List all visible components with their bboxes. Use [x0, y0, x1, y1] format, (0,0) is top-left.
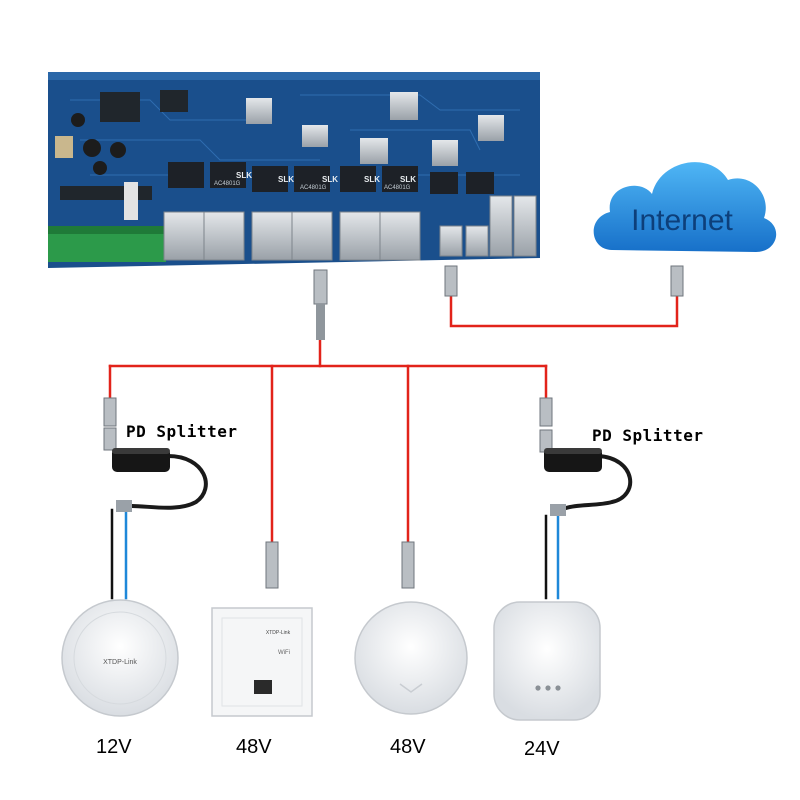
brand-label: XTDP-Link — [103, 659, 137, 666]
chip-label: SLK — [278, 175, 294, 184]
uplink-cable — [449, 294, 679, 328]
internet-label: Internet — [631, 204, 733, 237]
chip-model: AC4801G — [300, 185, 327, 191]
rj45-plug — [313, 269, 328, 340]
round-ap-48v — [354, 601, 468, 715]
sfp-ports[interactable] — [489, 195, 537, 257]
magnetics — [168, 162, 494, 194]
internet-cloud: Internet — [593, 162, 777, 252]
rj45-plug — [103, 397, 117, 451]
dc-plug — [116, 500, 132, 512]
heatsink — [478, 115, 504, 141]
chip — [160, 90, 188, 112]
header-pins — [124, 182, 138, 220]
voltage-label-12v: 12V — [96, 736, 132, 758]
lan-port[interactable] — [254, 680, 272, 694]
voltage-label-48v-round: 48V — [390, 736, 426, 758]
rj45-plug — [401, 541, 415, 589]
rj45-plugs — [103, 265, 684, 589]
pd-splitter-left — [112, 448, 170, 472]
ceiling-ap-12v: XTDP-Link — [61, 599, 179, 717]
dc-plug — [550, 504, 566, 516]
rj45-plug — [539, 397, 553, 453]
pd-splitter-label-right: PD Splitter — [592, 426, 704, 445]
chip-label: SLK — [400, 175, 416, 184]
chip-label: SLK — [364, 175, 380, 184]
capacitors — [55, 113, 126, 175]
wall-panel-ap-48v: XTDP-Link WiFi — [211, 607, 313, 717]
panel-brand-label: XTDP-Link — [266, 630, 291, 636]
rj45-plug — [670, 265, 684, 297]
rj45-port-bank[interactable] — [163, 211, 421, 261]
wifi-label: WiFi — [278, 650, 290, 656]
heatsink — [360, 138, 388, 164]
heatsink — [302, 125, 328, 147]
cables — [108, 294, 679, 600]
uplink-ports[interactable] — [439, 225, 489, 257]
heatsink — [390, 92, 418, 120]
voltage-label-24v: 24V — [524, 738, 560, 760]
pd-splitter-right — [544, 448, 602, 472]
rj45-plug — [444, 265, 458, 297]
voltage-label-48v-panel: 48V — [236, 736, 272, 758]
pd-splitter-label-left: PD Splitter — [126, 422, 238, 441]
chip-model: AC4801G — [214, 181, 241, 187]
pcb-board: SLK SLK SLK SLK SLK AC4801G AC4801G AC48… — [48, 72, 540, 268]
chip-label: SLK — [322, 175, 338, 184]
chip — [100, 92, 140, 122]
chip-label: SLK — [236, 171, 252, 180]
chip-model: AC4801G — [384, 185, 411, 191]
square-ap-24v — [493, 601, 601, 721]
heatsink — [246, 98, 272, 124]
rj45-plug — [265, 541, 279, 589]
heatsink — [432, 140, 458, 166]
